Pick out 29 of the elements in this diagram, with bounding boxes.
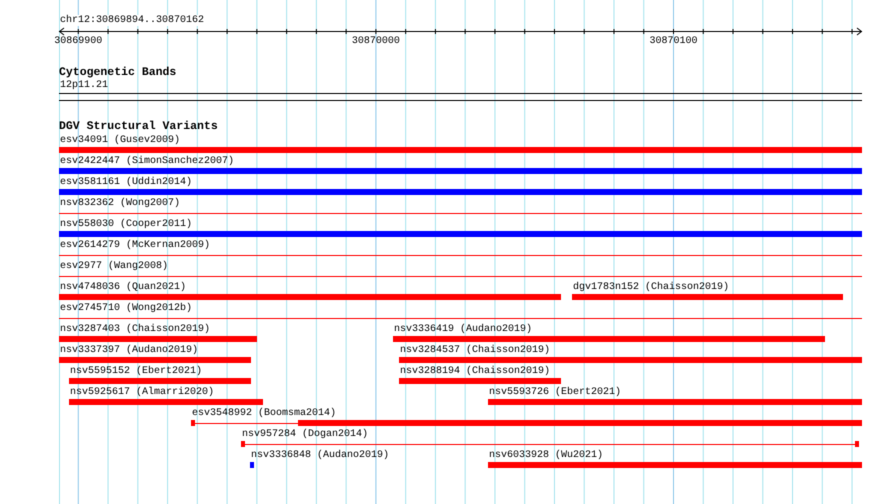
track-title: Cytogenetic Bands [59,67,176,79]
track-title: DGV Structural Variants [59,121,218,133]
variant-label: nsv3284537 (Chaisson2019) [400,344,550,356]
variant-label: nsv3337397 (Audano2019) [60,344,198,356]
variant-label: esv2977 (Wang2008) [60,260,168,272]
variant-label: nsv5595152 (Ebert2021) [70,366,202,376]
variant-label: nsv832362 (Wong2007) [60,198,180,208]
tick-label: 30870000 [352,36,400,47]
variant-label: dgv1783n152 (Chaisson2019) [573,282,730,292]
region-label: chr12:30869894..30870162 [60,15,204,26]
variant-label: nsv3288194 (Chaisson2019) [400,366,550,376]
variant-label: nsv957284 (Dogan2014) [242,428,368,440]
variant-label: nsv5593726 (Ebert2021) [489,386,622,398]
variant-label: nsv558030 (Cooper2011) [60,218,192,230]
tick-label: 30869900 [54,36,102,47]
variant-label: esv3581161 (Uddin2014) [60,176,192,188]
tick-label: 30870100 [650,36,698,47]
variant-label: esv2422447 (SimonSanchez2007) [60,156,234,166]
variant-label: esv3548992 (Boomsma2014) [192,408,336,418]
variant-label: esv2614279 (McKernan2009) [60,240,210,250]
variant-label: esv2745710 (Wong2012b) [60,302,192,314]
variant-label: nsv5925617 (Almarri2020) [70,386,214,398]
variant-label: nsv6033928 (Wu2021) [489,450,604,460]
variant-label: nsv4748036 (Quan2021) [60,282,186,292]
band-label: 12p11.21 [60,80,108,91]
variant-label: nsv3336419 (Audano2019) [394,324,532,334]
variant-label: nsv3336848 (Audano2019) [251,450,390,460]
variant-label: esv34091 (Gusev2009) [60,134,180,146]
variant-label: nsv3287403 (Chaisson2019) [60,324,210,334]
